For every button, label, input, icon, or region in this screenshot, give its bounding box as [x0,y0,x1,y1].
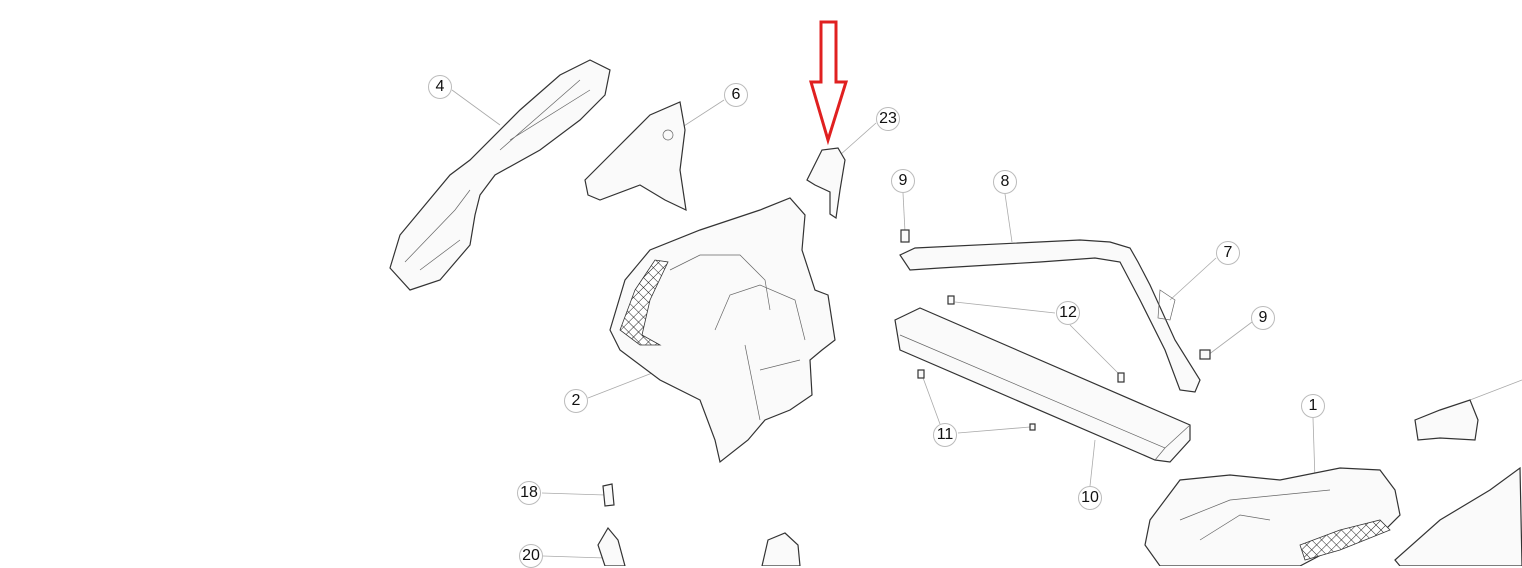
part-10[interactable] [894,307,1191,463]
part-23[interactable] [806,147,846,220]
part-partial-right-lower[interactable] [1394,466,1522,566]
part-1[interactable] [1144,467,1401,566]
callout-10[interactable]: 10 [1078,486,1102,510]
callout-12[interactable]: 12 [1056,301,1080,325]
callout-11[interactable]: 11 [933,423,957,447]
stud-11[interactable] [917,369,1036,431]
part-partial-bottom[interactable] [761,532,801,566]
highlight-arrow-icon [808,20,849,146]
leader-lines [451,89,1522,559]
callout-8[interactable]: 8 [993,170,1017,194]
callout-1[interactable]: 1 [1301,394,1325,418]
bolt-9[interactable] [900,229,910,243]
part-4[interactable] [389,59,611,291]
callout-9[interactable]: 9 [891,169,915,193]
bolt-9b[interactable] [1199,349,1211,360]
part-6[interactable] [584,101,687,212]
callout-7[interactable]: 7 [1216,241,1240,265]
part-18[interactable] [602,483,615,507]
callout-20[interactable]: 20 [519,544,543,568]
callout-2[interactable]: 2 [564,389,588,413]
part-8[interactable] [899,239,1201,393]
part-2[interactable] [609,197,836,464]
callout-9b[interactable]: 9 [1251,306,1275,330]
part-20[interactable] [597,526,626,566]
part-partial-right-upper[interactable] [1414,399,1479,441]
callout-23[interactable]: 23 [876,107,900,131]
callout-18[interactable]: 18 [517,481,541,505]
callout-4[interactable]: 4 [428,75,452,99]
stud-12[interactable] [947,295,1125,383]
callout-6[interactable]: 6 [724,83,748,107]
